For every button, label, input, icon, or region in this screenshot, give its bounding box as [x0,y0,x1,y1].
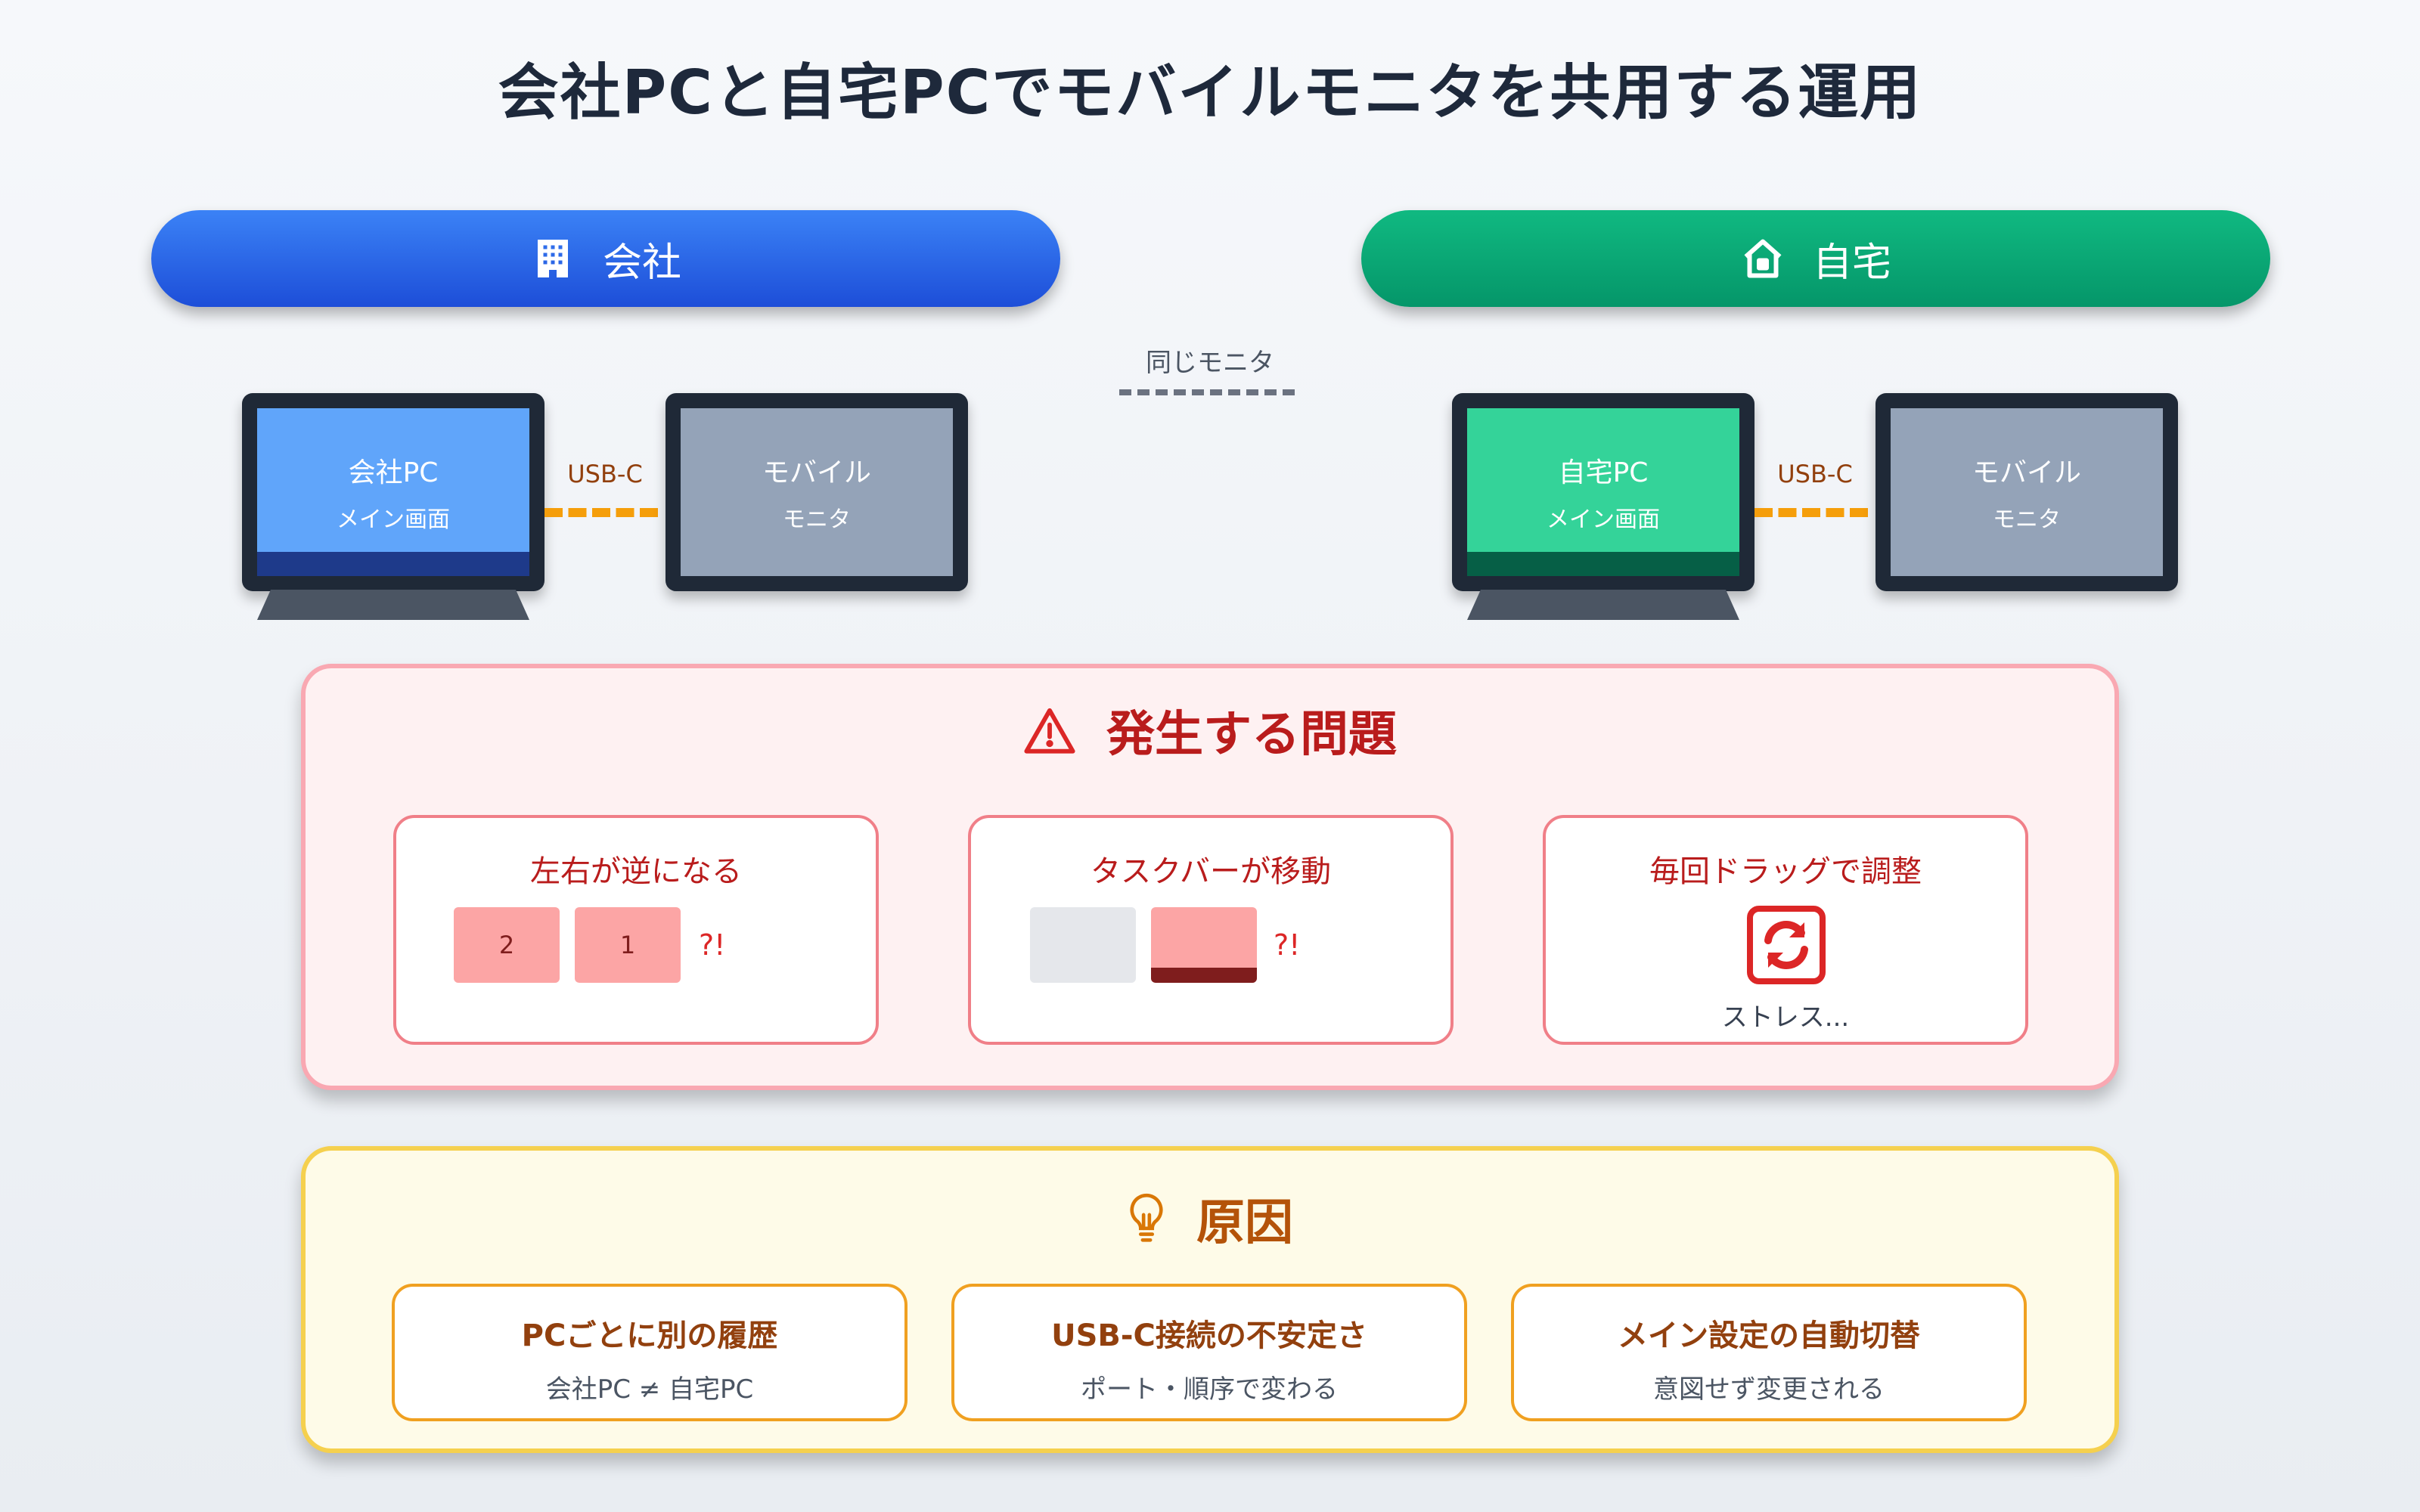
home-label: 自宅 [1812,240,1891,286]
problem-card-taskbar: タスクバーが移動 ?! [968,815,1454,1045]
problem-card-title: 左右が逆になる [530,854,742,889]
office-header: 会社 [151,210,1060,307]
office-label: 会社 [602,240,681,286]
problem-card-title: 毎回ドラッグで調整 [1649,854,1922,889]
causes-title-text: 原因 [1196,1195,1293,1251]
page-title: 会社PCと自宅PCでモバイルモニタを共用する運用 [498,57,1922,128]
home-pc-name: 自宅PC [1558,457,1649,488]
cause-card-title: PCごとに別の履歴 [521,1318,778,1353]
office-monitor-screen: モバイル モニタ [681,408,953,576]
office-pc-laptop: 会社PC メイン画面 [242,393,544,591]
house-icon [1744,239,1782,278]
cause-card-sub: ポート・順序で変わる [1081,1374,1338,1405]
cause-card-auto-switch: メイン設定の自動切替 意図せず変更される [1511,1284,2027,1421]
stress-caption: ストレス... [1721,1002,1850,1033]
lightbulb-icon [1130,1193,1163,1242]
cause-card-title: メイン設定の自動切替 [1618,1318,1920,1353]
home-monitor-screen: モバイル モニタ [1891,408,2163,576]
home-header: 自宅 [1361,210,2270,307]
home-laptop-base [1467,590,1739,620]
office-pc-name: 会社PC [348,457,439,488]
same-monitor-dashed-line [1119,389,1295,395]
office-monitor-name: モバイル [762,457,871,488]
display-box-2: 2 [454,907,560,983]
home-usb-cable [1754,508,1868,517]
display-box-with-taskbar [1151,907,1257,983]
problems-title: 発生する問題 [301,696,2119,765]
refresh-icon [1747,906,1826,984]
office-building-icon [537,240,568,277]
office-laptop-base [257,590,529,620]
home-monitor-sub: モニタ [1993,507,2061,533]
problem-card-title: タスクバーが移動 [1091,854,1331,889]
home-pc-screen: 自宅PC メイン画面 [1467,408,1739,576]
cause-card-title: USB-C接続の不安定さ [1051,1318,1367,1353]
office-mobile-monitor: モバイル モニタ [666,393,968,591]
display-box-1: 1 [575,907,681,983]
home-pc-taskbar [1467,552,1739,576]
problem-card-drag: 毎回ドラッグで調整 ストレス... [1543,815,2028,1045]
cause-card-history: PCごとに別の履歴 会社PC ≠ 自宅PC [392,1284,908,1421]
office-monitor-sub: モニタ [783,507,851,533]
home-pc-sub: メイン画面 [1547,507,1660,533]
display-box-empty [1030,907,1136,983]
home-usb-label: USB-C [1777,460,1853,488]
office-pc-sub: メイン画面 [337,507,450,533]
moved-taskbar [1151,968,1257,983]
confusion-mark: ?! [1274,928,1301,962]
cause-card-sub: 会社PC ≠ 自宅PC [545,1374,754,1405]
same-monitor-label: 同じモニタ [1146,348,1274,378]
confusion-mark: ?! [699,928,726,962]
office-usb-cable [544,508,658,517]
causes-title: 原因 [301,1184,2119,1253]
cause-card-sub: 意図せず変更される [1653,1374,1885,1405]
home-pc-laptop: 自宅PC メイン画面 [1452,393,1754,591]
office-usb-label: USB-C [567,460,643,488]
office-pc-taskbar [257,552,529,576]
problem-card-reversed: 左右が逆になる 2 1 ?! [393,815,879,1045]
office-pc-screen: 会社PC メイン画面 [257,408,529,576]
problems-title-text: 発生する問題 [1106,707,1397,763]
cause-card-usb: USB-C接続の不安定さ ポート・順序で変わる [951,1284,1467,1421]
home-monitor-name: モバイル [1972,457,2081,488]
warning-triangle-icon [1024,708,1075,754]
home-mobile-monitor: モバイル モニタ [1876,393,2178,591]
